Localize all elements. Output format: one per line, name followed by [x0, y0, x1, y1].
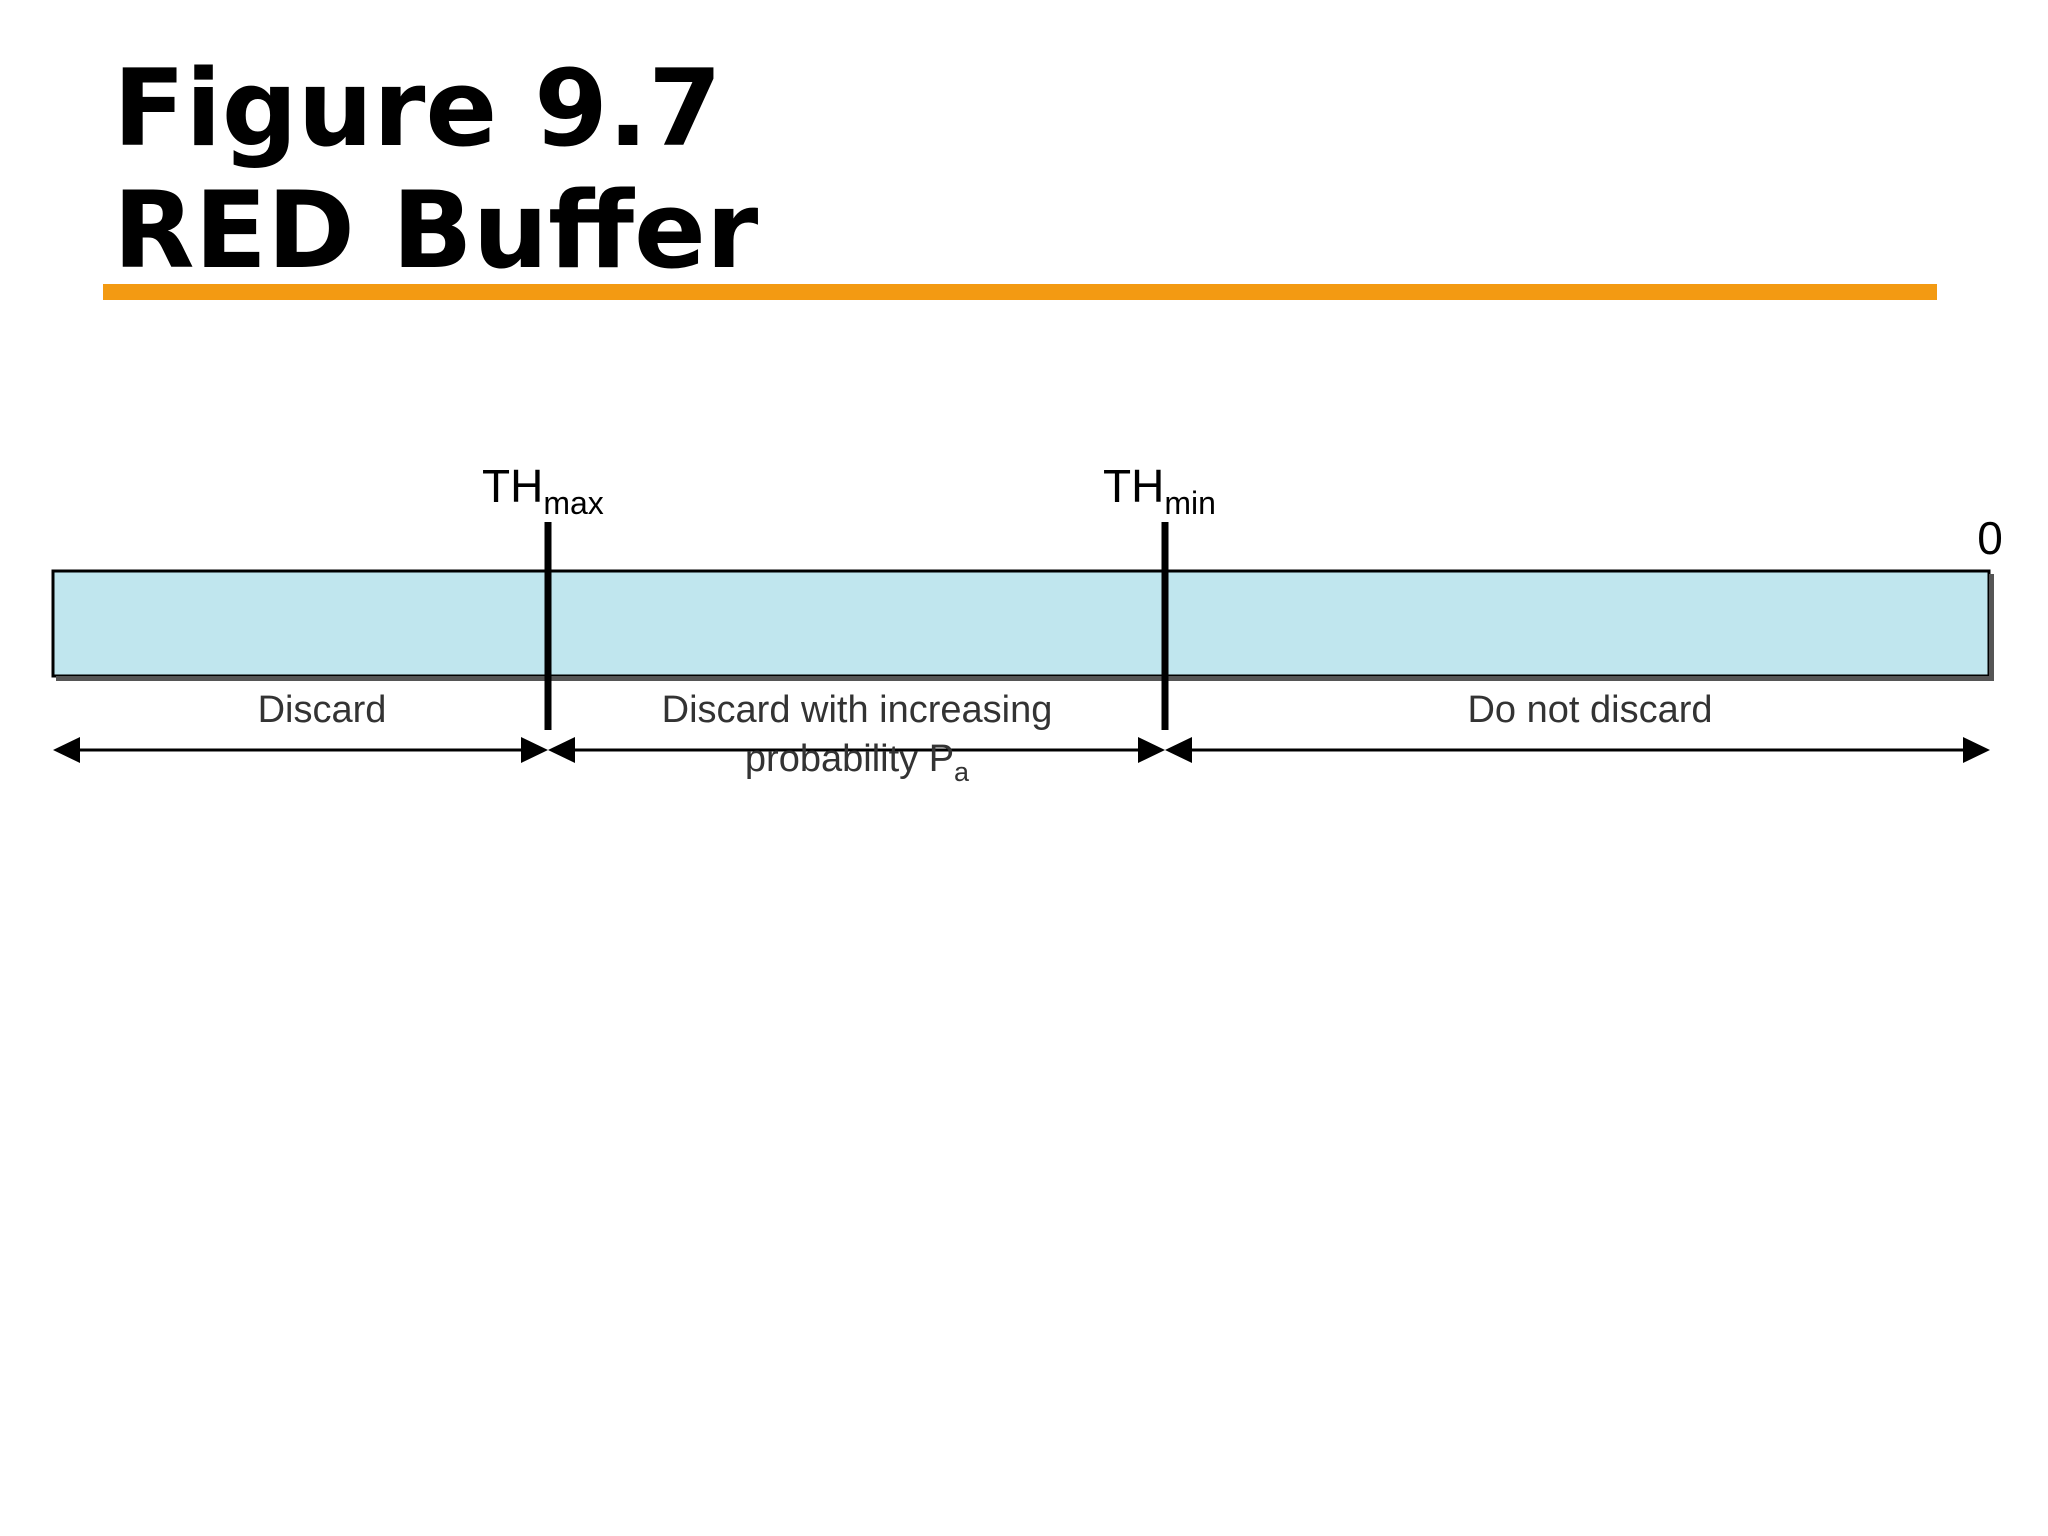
buffer-bar: [51, 569, 1991, 678]
arrowhead-right: [1138, 737, 1165, 763]
arrowhead-left: [53, 737, 80, 763]
slide-title-line-2: RED Buffer: [113, 169, 759, 292]
threshold-max-subscript: max: [543, 485, 603, 521]
region-label-do-not-discard: Do not discard: [1467, 689, 1712, 731]
arrowhead-right: [521, 737, 548, 763]
arrowhead-left: [1165, 737, 1192, 763]
arrowhead-left: [548, 737, 575, 763]
buffer-bar-shadow-bottom: [56, 676, 1994, 681]
region-arrow-do-not-discard: [1165, 737, 1990, 763]
title-underline: [103, 284, 1937, 300]
threshold-min-base: TH: [1103, 460, 1164, 512]
buffer-bar-shadow-right: [1989, 574, 1994, 679]
region-label-discard-with-probability-line-2: probability Pa: [745, 738, 970, 787]
threshold-max-base: TH: [482, 460, 543, 512]
arrowhead-right: [1963, 737, 1990, 763]
region-label-discard: Discard: [258, 689, 387, 731]
region-arrow-discard-with-probability: [548, 737, 1165, 763]
probability-subscript: a: [954, 757, 970, 787]
slide-title-line-1: Figure 9.7: [113, 47, 722, 170]
slide-title: Figure 9.7 RED Buffer: [113, 48, 758, 292]
region-label-discard-with-probability-line-1: Discard with increasing: [662, 689, 1053, 731]
probability-base: probability P: [745, 738, 954, 780]
threshold-max-label: THmax: [482, 460, 604, 521]
threshold-min-subscript: min: [1164, 485, 1216, 521]
region-arrow-discard: [53, 737, 548, 763]
buffer-zero-label: 0: [1977, 512, 2003, 564]
red-buffer-diagram: THmax THmin 0 Discard Discard with incre…: [51, 460, 2003, 787]
threshold-min-label: THmin: [1103, 460, 1216, 521]
